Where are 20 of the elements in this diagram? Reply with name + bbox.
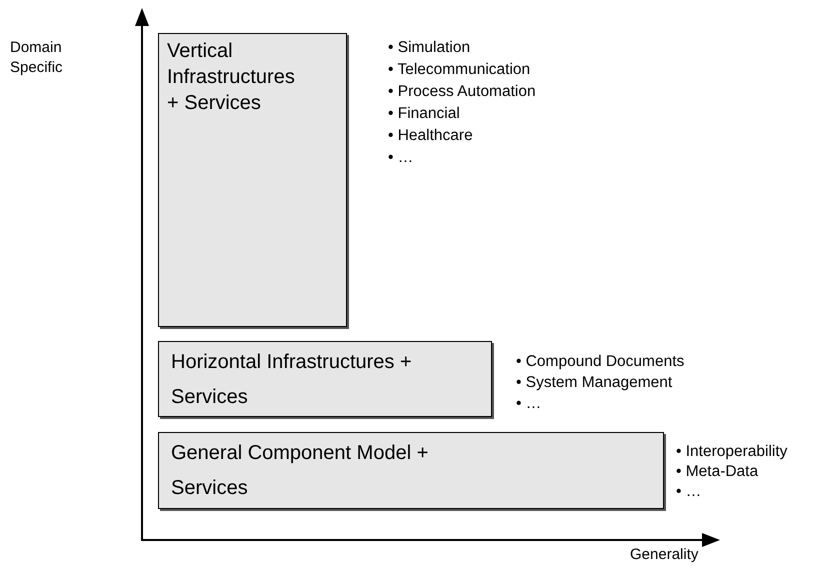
bullet-item: • Compound Documents (516, 352, 684, 372)
bullet-item: • … (388, 148, 414, 168)
bullet-item: • Meta-Data (676, 462, 760, 482)
layer-box (158, 432, 664, 509)
bullet-item: • System Management (516, 373, 674, 393)
bullet-item: • Healthcare (388, 126, 474, 146)
layer-box (158, 341, 492, 417)
bullet-item: • Process Automation (388, 82, 536, 102)
layer-title: Vertical Infrastructures + Services (167, 39, 296, 116)
layer-title: General Component Model + Services (171, 441, 430, 501)
axis-label: Domain Specific (10, 38, 64, 78)
bullet-item: • … (516, 394, 542, 414)
layer-title: Horizontal Infrastructures + Services (171, 350, 413, 410)
bullet-item: • Telecommunication (388, 60, 532, 80)
bullet-item: • Financial (388, 104, 461, 124)
bullet-item: • Simulation (388, 38, 472, 58)
layer-box (158, 33, 347, 327)
bullet-item: • … (676, 482, 702, 502)
axis-label: Generality (630, 545, 700, 565)
bullet-item: • Interoperability (676, 442, 788, 462)
